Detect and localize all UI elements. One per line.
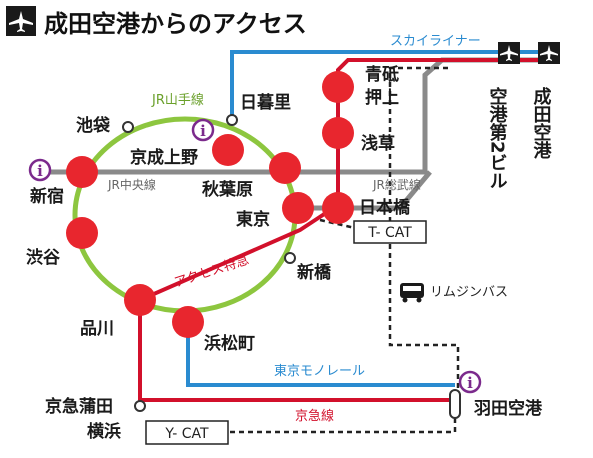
- info-icon-haneda: i: [458, 370, 482, 394]
- station-label-narita: 成田空港: [531, 86, 552, 160]
- station-dot-tokyo: [282, 192, 314, 224]
- limousine-bus-route-tcat: [319, 218, 356, 230]
- info-icon-nippori: i: [191, 118, 215, 142]
- station-label-shibuya: 渋谷: [26, 247, 61, 268]
- station-label-shinagawa: 品川: [80, 319, 114, 339]
- station-marker-haneda: [449, 389, 461, 419]
- station-label-nihonbashi: 日本橋: [359, 197, 411, 218]
- station-marker-kamata: [134, 400, 146, 412]
- station-dot-hamamatsucho: [172, 306, 204, 338]
- limousine-bus-route: [388, 66, 460, 388]
- station-dot-asakusa: [322, 117, 354, 149]
- skyliner-line: [230, 50, 545, 120]
- keikyu-label: 京急線: [295, 408, 334, 424]
- station-label-keikyu-kamata: 京急蒲田: [45, 396, 113, 417]
- station-label-akihabara: 秋葉原: [202, 179, 253, 200]
- station-dot-nihonbashi: [322, 192, 354, 224]
- access-express-label: アクセス特急: [173, 253, 251, 291]
- tcat-label: T- CAT: [367, 225, 412, 241]
- station-label-hamamatsucho: 浜松町: [204, 333, 255, 354]
- station-marker-shinbashi: [284, 252, 296, 264]
- bus-icon: [400, 283, 424, 303]
- page-title: 成田空港からのアクセス: [44, 10, 307, 38]
- plane-icon-narita: [538, 42, 560, 64]
- station-label-shinjuku: 新宿: [30, 186, 64, 207]
- monorail-label: 東京モノレール: [274, 363, 365, 379]
- station-dot-keisei-ueno: [212, 134, 244, 166]
- station-dot-shibuya: [66, 217, 98, 249]
- ycat-box: Y- CAT: [145, 420, 229, 445]
- station-label-narita-t2: 空港第2ビル: [487, 86, 508, 190]
- station-dot-shinjuku: [66, 156, 98, 188]
- ycat-label: Y- CAT: [164, 426, 209, 442]
- station-label-aoto: 青砥: [365, 64, 399, 85]
- svg-text:i: i: [467, 374, 473, 392]
- station-label-nippori: 日暮里: [240, 92, 291, 113]
- station-dot-oshiage: [322, 71, 354, 103]
- station-label-haneda: 羽田空港: [474, 398, 543, 419]
- station-dot-akihabara: [269, 152, 301, 184]
- svg-text:i: i: [200, 122, 206, 140]
- station-label-shinbashi: 新橋: [297, 262, 332, 283]
- station-marker-nippori: [226, 114, 238, 126]
- station-label-oshiage: 押上: [365, 87, 399, 108]
- station-label-tokyo: 東京: [236, 209, 270, 230]
- info-icon-shinjuku: i: [28, 158, 52, 182]
- yamanote-label: JR山手線: [151, 92, 204, 108]
- station-label-yokohama: 横浜: [87, 421, 121, 442]
- skyliner-label: スカイライナー: [390, 34, 481, 49]
- svg-text:i: i: [37, 162, 43, 180]
- tcat-box: T- CAT: [353, 220, 427, 244]
- plane-icon-t2: [498, 42, 520, 64]
- station-marker-ikebukuro: [122, 121, 134, 133]
- limousine-label: リムジンバス: [430, 285, 508, 300]
- limousine-bus-route-ycat: [230, 418, 457, 434]
- station-label-keisei-ueno: 京成上野: [130, 147, 198, 168]
- station-label-asakusa: 浅草: [361, 133, 395, 154]
- station-dot-shinagawa: [124, 284, 156, 316]
- title-plane-icon: [6, 6, 36, 36]
- chuo-label: JR中央線: [107, 177, 156, 192]
- station-label-ikebukuro: 池袋: [76, 115, 111, 136]
- monorail-line: [186, 322, 455, 387]
- sobu-label: JR総武線: [372, 177, 421, 192]
